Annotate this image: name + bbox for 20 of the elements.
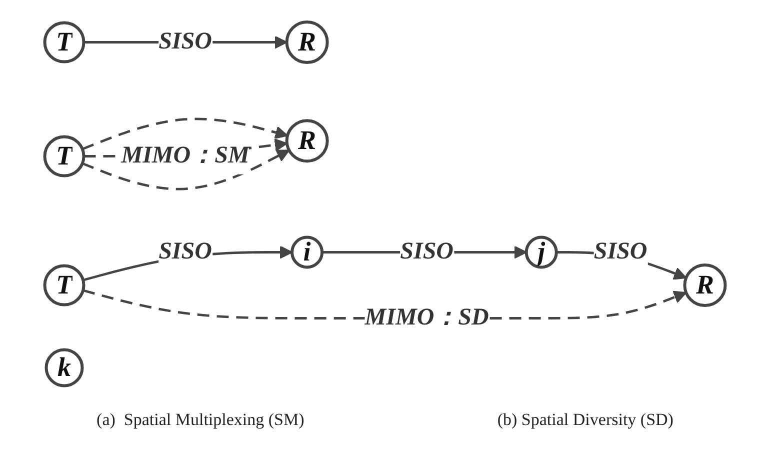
node-circle xyxy=(43,21,86,64)
node-circle xyxy=(43,135,86,178)
node-circle xyxy=(524,236,558,269)
node-circle xyxy=(285,20,329,64)
node-circle xyxy=(683,264,727,308)
node-circle xyxy=(44,348,84,388)
arrow xyxy=(82,150,290,190)
edge-label: SISO xyxy=(400,238,454,264)
arrow xyxy=(82,118,288,150)
diagram: SISO MIMO：SM SISO SISO SISO MIMO：SD T R T R T i j k R xyxy=(10,10,760,400)
node-circle xyxy=(290,236,324,269)
edge-label: SISO xyxy=(594,238,648,264)
edge-label: SISO xyxy=(158,238,212,264)
edge-label: MIMO：SD xyxy=(364,304,489,330)
edge-label: MIMO：SM xyxy=(121,142,250,168)
edge-label: SISO xyxy=(158,28,212,54)
node-circle xyxy=(43,264,86,306)
figure-caption: (a) Spatial Multiplexing (SM) xyxy=(96,410,304,430)
figure-caption: (b) Spatial Diversity (SD) xyxy=(497,410,674,430)
node-circle xyxy=(285,119,329,163)
